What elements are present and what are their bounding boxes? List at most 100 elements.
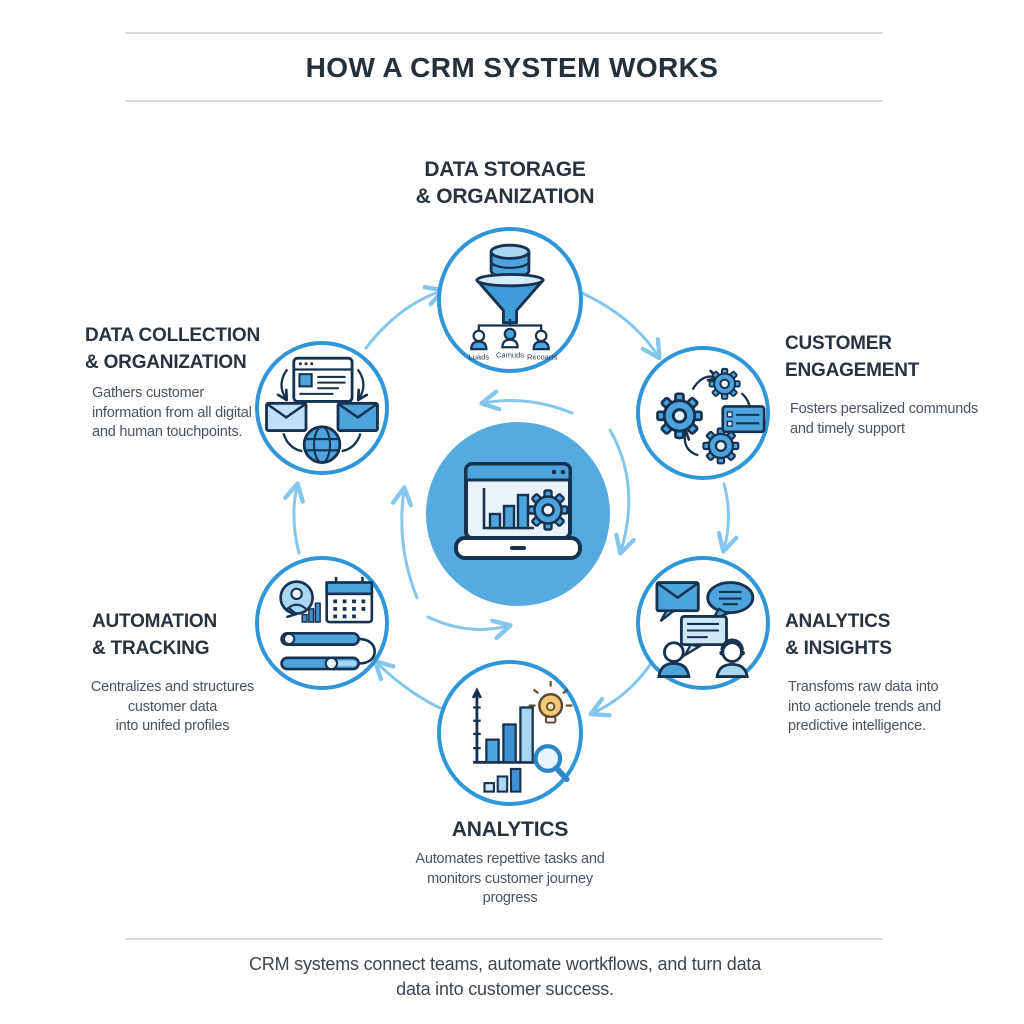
- arrow-left-to-top: [364, 285, 446, 350]
- header-rule-bottom: [125, 100, 883, 102]
- customer-engagement-circle: [636, 346, 770, 480]
- checklist-card-icon: [721, 405, 766, 434]
- envelope-right-icon: [336, 401, 379, 432]
- funnel-label-contacts: Camuds: [496, 351, 524, 360]
- data-storage-heading: DATA STORAGE & ORGANIZATION: [355, 156, 655, 210]
- heading-line: & ORGANIZATION: [85, 352, 247, 373]
- curved-arrow-right: [356, 368, 369, 402]
- funnel-branch-lines: [477, 318, 543, 331]
- analytics-insights-desc: Transfoms raw data into into actionele t…: [788, 678, 941, 737]
- desc-line: Centralizes and structures: [90, 679, 255, 695]
- customer-person-icon: [657, 641, 691, 679]
- heading-line: ENGAGEMENT: [785, 360, 920, 381]
- progress-slider-icon: [280, 632, 376, 671]
- heading-line: & ORGANIZATION: [415, 185, 595, 208]
- automation-tracking-heading: AUTOMATION & TRACKING: [92, 608, 217, 662]
- desc-line: information from all digital: [92, 404, 252, 421]
- gear-icon-large: [656, 392, 703, 440]
- footer-caption: CRM systems connect teams, automate wort…: [0, 952, 1010, 1002]
- heading-line: DATA STORAGE: [424, 158, 586, 181]
- crm-center-circle: [426, 422, 610, 606]
- gear-icon-small-bottom: [702, 427, 740, 465]
- customer-engagement-desc: Fosters persalized communds and timely s…: [790, 400, 978, 439]
- magnifier-icon: [533, 744, 570, 783]
- page-title: HOW A CRM SYSTEM WORKS: [305, 52, 719, 83]
- analytics-insights-heading: ANALYTICS & INSIGHTS: [785, 608, 892, 662]
- support-agent-icon: [715, 638, 749, 679]
- bar-chart-icon: [482, 488, 534, 530]
- avatar-icon: [279, 580, 314, 619]
- crm-dashboard-icon: [454, 462, 582, 560]
- envelope-left-icon: [265, 401, 308, 432]
- heading-line: & TRACKING: [92, 638, 210, 659]
- data-sources-icon: [265, 356, 379, 464]
- data-collection-circle: [255, 341, 389, 475]
- automation-icon: [279, 576, 376, 671]
- footer-line: CRM systems connect teams, automate wort…: [248, 954, 761, 974]
- funnel-icon: Luads Camuds Recoarts: [469, 243, 557, 362]
- desc-line: into actionele trends and: [788, 698, 941, 715]
- calendar-icon: [325, 576, 374, 624]
- gear-icon: [527, 489, 569, 531]
- envelope-message-icon: [655, 581, 700, 623]
- curved-arrow-left: [276, 368, 289, 402]
- gear-icon-small-top: [708, 367, 741, 400]
- heading-line: DATA COLLECTION: [85, 325, 261, 346]
- communication-icon: [655, 581, 755, 679]
- heading-line: ANALYTICS: [451, 818, 569, 841]
- laptop-base: [454, 536, 582, 560]
- arrow-center-top: [479, 389, 574, 415]
- analytics-insights-circle: [636, 556, 770, 690]
- analytics-circle: [437, 660, 583, 806]
- browser-window-icon: [292, 356, 354, 403]
- desc-line: into unifed profiles: [115, 718, 230, 734]
- mini-bars-icon: [483, 767, 522, 793]
- desc-line: and human touchpoints.: [92, 424, 243, 440]
- mini-bars-icon: [301, 602, 321, 623]
- heading-line: ANALYTICS: [785, 611, 891, 632]
- analytics-desc: Automates repettive tasks and monitors c…: [360, 850, 660, 909]
- connector-arcs: [282, 433, 362, 453]
- desc-line: customer data: [127, 698, 218, 715]
- contacts-person-icon: [501, 327, 519, 349]
- arrow-bottom-to-bottomleft: [372, 659, 442, 710]
- automation-tracking-circle: [255, 556, 389, 690]
- customer-engagement-heading: CUSTOMER ENGAGEMENT: [785, 330, 919, 384]
- footer-rule: [125, 938, 883, 940]
- lightbulb-icon: [528, 681, 573, 724]
- data-storage-circle: Luads Camuds Recoarts: [437, 227, 583, 373]
- funnel-shape: [475, 273, 545, 325]
- arrow-bottomleft-to-left: [283, 481, 305, 555]
- funnel-label-records: Recoarts: [527, 353, 557, 362]
- funnel-label-leads: Luads: [469, 353, 490, 362]
- desc-line: progress: [482, 890, 538, 906]
- data-collection-heading: DATA COLLECTION & ORGANIZATION: [85, 322, 260, 376]
- heading-line: & INSIGHTS: [785, 638, 892, 659]
- data-collection-desc: Gathers customer information from all di…: [92, 384, 252, 443]
- arrow-center-left: [390, 485, 419, 600]
- desc-line: predictive intelligence.: [788, 718, 926, 734]
- speech-bubble-icon: [706, 581, 755, 622]
- records-person-icon: [532, 329, 550, 351]
- globe-icon: [302, 425, 342, 464]
- arrow-center-right: [608, 428, 636, 556]
- gear-arrow-left: [678, 428, 699, 457]
- desc-line: monitors customer journey: [427, 870, 593, 887]
- heading-line: CUSTOMER: [785, 333, 892, 354]
- arrow-top-to-right: [580, 291, 662, 361]
- desc-line: Fosters persalized communds: [790, 401, 979, 417]
- analytics-heading: ANALYTICS: [360, 816, 660, 843]
- gears-workflow-icon: [656, 367, 766, 465]
- desc-line: Gathers customer: [92, 385, 205, 401]
- analytics-chart-icon: [471, 681, 573, 793]
- footer-line: data into customer success.: [396, 979, 614, 999]
- automation-tracking-desc: Centralizes and structures customer data…: [70, 678, 275, 737]
- heading-line: AUTOMATION: [92, 611, 218, 632]
- header-rule-top: [125, 32, 883, 34]
- chat-box-icon: [679, 615, 728, 659]
- leads-person-icon: [470, 329, 488, 351]
- desc-line: and timely support: [790, 420, 905, 437]
- database-icon: [489, 243, 531, 279]
- desc-line: Automates repettive tasks and: [415, 851, 605, 867]
